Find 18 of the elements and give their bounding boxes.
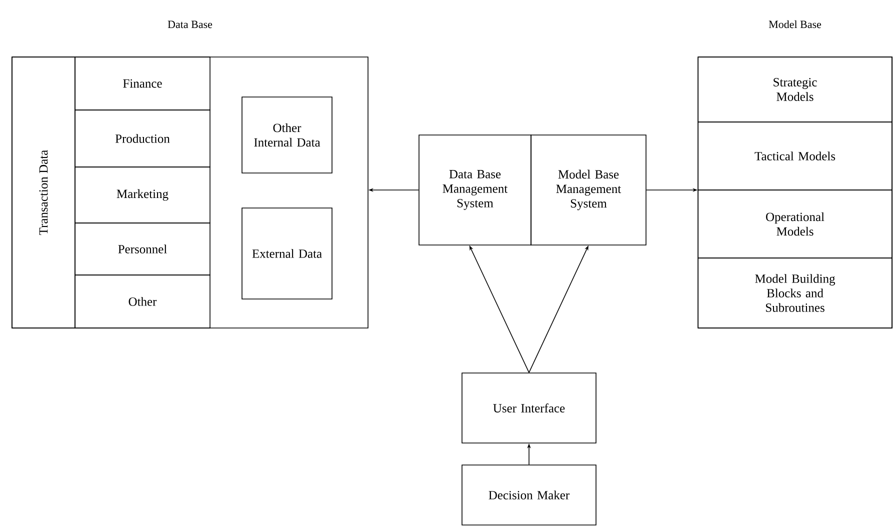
- process-box: Decision Maker: [462, 464, 596, 526]
- node-label: Model Base: [768, 20, 822, 28]
- process-box: Personnel: [74, 222, 210, 276]
- node-label: Data Base: [168, 20, 212, 28]
- process-box: User Interface: [462, 372, 596, 444]
- process-box: Production: [74, 110, 210, 168]
- process-box: Tactical Models: [698, 122, 892, 190]
- process-box: Marketing: [74, 166, 210, 224]
- process-box: Data Base Management System: [418, 134, 532, 246]
- column-box: Transaction Data: [12, 56, 76, 328]
- process-box: Model Building Blocks and Subroutines: [698, 258, 892, 328]
- process-box: Model Base Management System: [530, 134, 646, 246]
- process-box: Operational Models: [698, 190, 892, 258]
- process-box: Finance: [74, 56, 210, 110]
- process-box: Other Internal Data: [242, 96, 332, 174]
- process-box: External Data: [242, 208, 332, 300]
- process-box: Strategic Models: [698, 56, 892, 122]
- process-box: Other: [74, 274, 210, 328]
